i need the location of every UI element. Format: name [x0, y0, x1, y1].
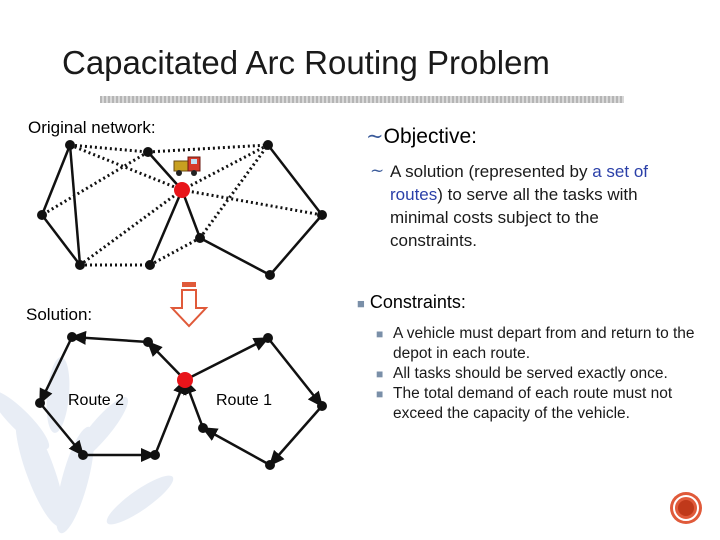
solution-label: Solution: — [26, 305, 93, 324]
swirl-bullet-icon: ~ — [370, 161, 385, 181]
constraints-heading: Constraints: — [369, 292, 466, 312]
square-bullet-icon: ■ — [376, 367, 384, 381]
square-bullet-icon: ■ — [357, 296, 365, 311]
truck-icon — [173, 156, 201, 176]
constraints-list: ■ A vehicle must depart from and return t… — [376, 324, 706, 424]
swirl-bullet-icon: ~ — [366, 124, 384, 148]
constraint-text: All tasks should be served exactly once. — [393, 365, 668, 382]
down-arrow-icon — [169, 282, 209, 328]
constraint-text: A vehicle must depart from and return to… — [393, 325, 695, 362]
solution-routes — [38, 330, 324, 467]
title-divider — [100, 96, 624, 103]
original-network-edges — [40, 144, 323, 277]
route1-label: Route 1 — [216, 392, 273, 409]
route2-label: Route 2 — [68, 392, 125, 409]
objective-text: ~ A solution (represented by a set of ro… — [370, 160, 690, 252]
square-bullet-icon: ■ — [376, 327, 384, 341]
original-network-nodes — [37, 140, 327, 280]
original-network-dotted-edges — [41, 143, 323, 267]
objective-heading-row: ~Objective: — [366, 124, 477, 149]
objective-highlight: a set of routes — [390, 162, 648, 204]
objective-text-part1: A solution (represented by — [390, 162, 593, 181]
square-bullet-icon: ■ — [376, 387, 384, 401]
constraint-item: ■ The total demand of each route must not… — [376, 384, 706, 424]
constraints-heading-row: ■ Constraints: — [357, 292, 466, 313]
watermark-flower — [0, 357, 174, 534]
constraint-text: The total demand of each route must not … — [393, 385, 673, 422]
depot-node — [174, 182, 190, 198]
nav-circle-icon[interactable] — [670, 492, 702, 524]
solution-nodes — [35, 332, 327, 470]
slide-title: Capacitated Arc Routing Problem — [62, 44, 550, 81]
constraint-item: ■ A vehicle must depart from and return t… — [376, 324, 706, 364]
objective-heading: Objective: — [383, 125, 477, 148]
solution-depot-node — [177, 372, 193, 388]
objective-text-part2: ) to serve all the tasks with minimal co… — [390, 185, 638, 250]
constraint-item: ■ All tasks should be served exactly once… — [376, 364, 706, 384]
original-network-label: Original network: — [28, 118, 156, 137]
